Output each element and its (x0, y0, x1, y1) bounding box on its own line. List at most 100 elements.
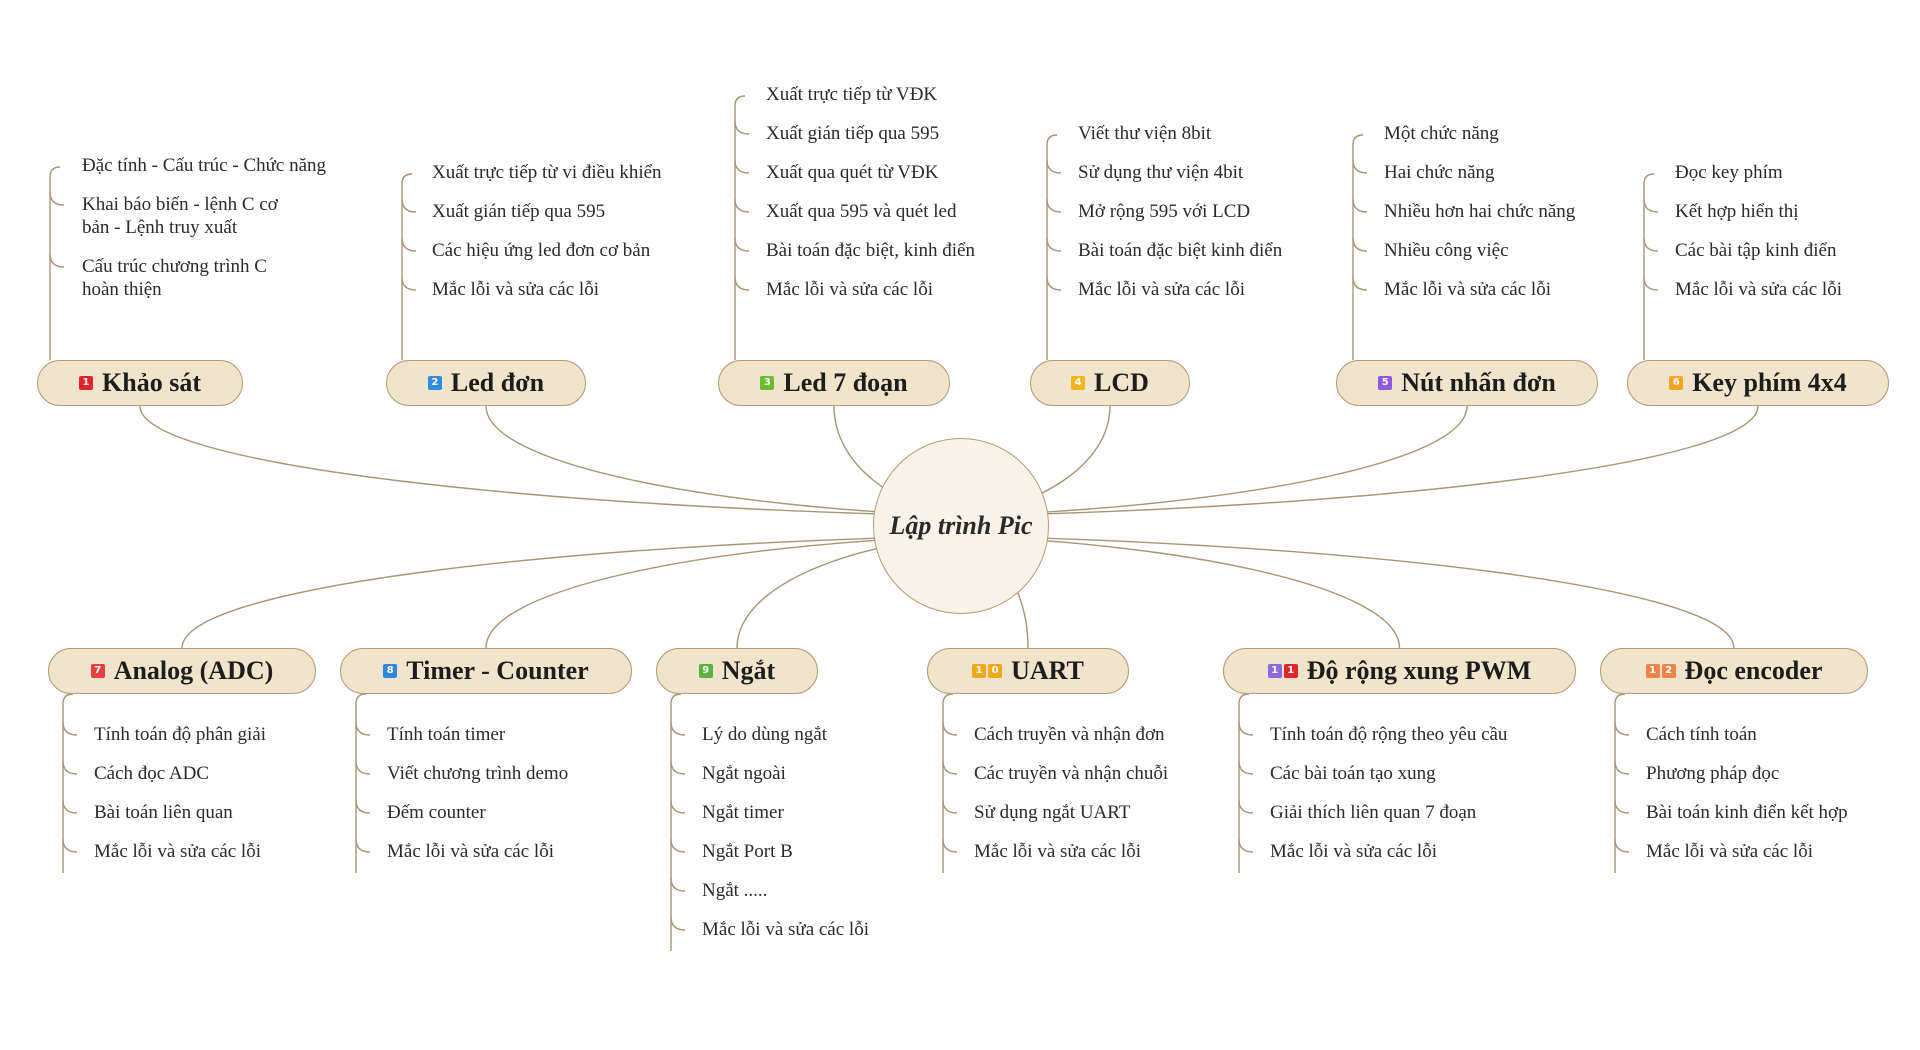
branch-10-leaf-connector (942, 838, 958, 853)
branch-8-leaf[interactable]: Mắc lỗi và sửa các lỗi (387, 841, 554, 862)
branch-5-leaf[interactable]: Một chức năng (1384, 123, 1499, 144)
branch-11-leaf-connector (1238, 721, 1254, 736)
branch-7-title: Analog (ADC) (113, 656, 274, 685)
branch-4-leaf-connector (1046, 198, 1062, 213)
branch-3-leaf[interactable]: Xuất trực tiếp từ VĐK (766, 84, 938, 105)
branch-8-leaf[interactable]: Viết chương trình demo (387, 763, 569, 784)
branch-4-leaf[interactable]: Mở rộng 595 với LCD (1078, 201, 1251, 222)
branch-4-leaf-connector (1046, 159, 1062, 174)
branch-5-leaf[interactable]: Nhiều công việc (1384, 240, 1509, 261)
branch-11-leaf[interactable]: Giải thích liên quan 7 đoạn (1270, 802, 1477, 823)
branch-5-leaf-connector (1352, 198, 1368, 213)
branch-8-leaf[interactable]: Tính toán timer (387, 724, 506, 745)
branch-10-leaf[interactable]: Mắc lỗi và sửa các lỗi (974, 841, 1141, 862)
branch-7-leaf-connector (62, 799, 78, 814)
badge-digit: 8 (383, 664, 398, 678)
branch-9-leaf-connector (670, 760, 686, 775)
branch-6-leaf[interactable]: Các bài tập kinh điển (1675, 240, 1837, 261)
branch-9-leaf[interactable]: Ngắt ..... (702, 880, 768, 901)
branch-3-leaf[interactable]: Xuất qua quét từ VĐK (766, 162, 939, 183)
branch-4-leaf-connector (1046, 237, 1062, 252)
branch-2-leaf[interactable]: Các hiệu ứng led đơn cơ bản (432, 240, 651, 261)
branch-10-leaf-connector (942, 799, 958, 814)
branch-3-leaf-connector (734, 276, 750, 291)
branch-4-spine (1046, 134, 1058, 360)
branch-12-leaf[interactable]: Bài toán kinh điển kết hợp (1646, 802, 1848, 823)
branch-1-leaf[interactable]: Cấu trúc chương trình C hoàn thiện (82, 256, 267, 300)
branch-3-leaf[interactable]: Xuất qua 595 và quét led (766, 201, 957, 222)
branch-11-spine (1238, 693, 1250, 873)
branch-3-leaf[interactable]: Xuất gián tiếp qua 595 (766, 123, 940, 144)
branch-9-leaf-connector (670, 916, 686, 931)
branch-3-leaf[interactable]: Mắc lỗi và sửa các lỗi (766, 279, 933, 300)
branch-9-leaf[interactable]: Ngắt ngoài (702, 763, 786, 784)
branch-2-title: Led đơn (450, 368, 545, 397)
branch-11-leaf[interactable]: Các bài toán tạo xung (1270, 763, 1436, 784)
branch-6-leaf[interactable]: Đọc key phím (1675, 162, 1783, 183)
branch-5-title: Nút nhấn đơn (1401, 368, 1556, 397)
branch-11-leaf[interactable]: Mắc lỗi và sửa các lỗi (1270, 841, 1437, 862)
branch-6-leaf[interactable]: Kết hợp hiển thị (1675, 201, 1799, 222)
branch-3-title: Led 7 đoạn (783, 368, 908, 397)
branch-7-leaf[interactable]: Cách đọc ADC (94, 763, 210, 784)
branch-12-leaf[interactable]: Cách tính toán (1646, 724, 1757, 745)
branch-7-leaf[interactable]: Bài toán liên quan (94, 802, 233, 823)
branch-8-leaf[interactable]: Đếm counter (387, 802, 486, 823)
branch-11-leaf-connector (1238, 799, 1254, 814)
branch-3-leaf-connector (734, 159, 750, 174)
branch-2-leaf[interactable]: Mắc lỗi và sửa các lỗi (432, 279, 599, 300)
branch-10-leaf[interactable]: Cách truyền và nhận đơn (974, 724, 1165, 745)
branch-12-leaf-connector (1614, 760, 1630, 775)
branch-4-leaf[interactable]: Mắc lỗi và sửa các lỗi (1078, 279, 1245, 300)
branch-8-leaf-connector (355, 760, 371, 775)
branch-2-leaf-connector (401, 276, 417, 291)
branch-2-node[interactable]: 2 Led đơn (386, 360, 586, 406)
branch-1-leaf[interactable]: Khai báo biến - lệnh C cơ bản - Lệnh tru… (82, 194, 278, 238)
branch-2-number-badge: 2 (427, 376, 442, 390)
branch-5-leaf[interactable]: Mắc lỗi và sửa các lỗi (1384, 279, 1551, 300)
branch-12-leaf[interactable]: Mắc lỗi và sửa các lỗi (1646, 841, 1813, 862)
central-topic-label: Lập trình Pic (889, 511, 1033, 540)
branch-1-leaf[interactable]: Đặc tính - Cấu trúc - Chức năng (82, 155, 327, 176)
branch-10-leaf[interactable]: Các truyền và nhận chuỗi (974, 763, 1169, 784)
branch-9-leaf[interactable]: Mắc lỗi và sửa các lỗi (702, 919, 869, 940)
branch-9-leaf[interactable]: Ngắt timer (702, 802, 784, 823)
branch-7-connector (181, 535, 962, 649)
branch-2-leaf[interactable]: Xuất trực tiếp từ vi điều khiển (432, 162, 662, 183)
branch-11-leaf[interactable]: Tính toán độ rộng theo yêu cầu (1270, 724, 1508, 745)
branch-5-leaf[interactable]: Hai chức năng (1384, 162, 1495, 183)
branch-3-leaf[interactable]: Bài toán đặc biệt, kinh điển (766, 240, 975, 261)
branch-9-leaf[interactable]: Lý do dùng ngắt (702, 724, 828, 745)
branch-4-leaf[interactable]: Viết thư viện 8bit (1078, 123, 1212, 144)
branch-3-leaf-connector (734, 120, 750, 135)
branch-4-leaf[interactable]: Bài toán đặc biệt kinh điển (1078, 240, 1283, 261)
branch-8-number-badge: 8 (383, 664, 398, 678)
branch-5-leaf[interactable]: Nhiều hơn hai chức năng (1384, 201, 1576, 222)
branch-9-leaf[interactable]: Ngắt Port B (702, 841, 793, 862)
branch-7-leaf[interactable]: Tính toán độ phân giải (94, 724, 267, 745)
branch-8-leaf-connector (355, 721, 371, 736)
branch-12-connector (960, 535, 1735, 649)
central-topic[interactable]: Lập trình Pic (873, 438, 1049, 614)
branch-6-spine (1643, 173, 1655, 360)
branch-12-leaf[interactable]: Phương pháp đọc (1646, 763, 1780, 784)
branch-7-leaf[interactable]: Mắc lỗi và sửa các lỗi (94, 841, 261, 862)
branch-11-leaf-connector (1238, 760, 1254, 775)
branch-2-leaf[interactable]: Xuất gián tiếp qua 595 (432, 201, 606, 222)
branch-4-leaf[interactable]: Sử dụng thư viện 4bit (1078, 162, 1244, 183)
branch-6-leaf[interactable]: Mắc lỗi và sửa các lỗi (1675, 279, 1842, 300)
branch-10-leaf[interactable]: Sử dụng ngắt UART (974, 802, 1131, 823)
branch-4-title: LCD (1094, 368, 1149, 397)
branch-1-leaf-connector (49, 253, 65, 268)
